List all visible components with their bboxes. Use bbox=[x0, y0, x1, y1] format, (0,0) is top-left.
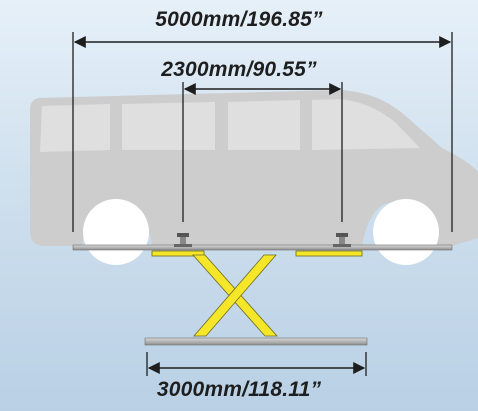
top-rail bbox=[72, 244, 453, 251]
platform-length-label: 3000mm/118.11” bbox=[156, 378, 322, 401]
car-window-front bbox=[312, 99, 420, 150]
lift-arm-right bbox=[295, 250, 363, 257]
wheelbase-label: 2300mm/90.55” bbox=[161, 58, 317, 81]
rear-wheel bbox=[83, 199, 149, 265]
base-platform bbox=[144, 337, 368, 346]
overall-length-label: 5000mm/196.85” bbox=[155, 8, 323, 31]
lift-pad-right bbox=[333, 233, 351, 247]
lift-arm-left bbox=[151, 250, 205, 257]
scissor-mechanism bbox=[192, 254, 278, 337]
car-window-rear bbox=[40, 104, 110, 152]
car-window-middle bbox=[122, 102, 215, 150]
lift-pad-left bbox=[174, 233, 192, 247]
car-silhouette bbox=[30, 90, 478, 265]
front-wheel bbox=[373, 199, 439, 265]
car-window-front-left bbox=[228, 100, 300, 150]
extension-lines bbox=[72, 32, 453, 376]
